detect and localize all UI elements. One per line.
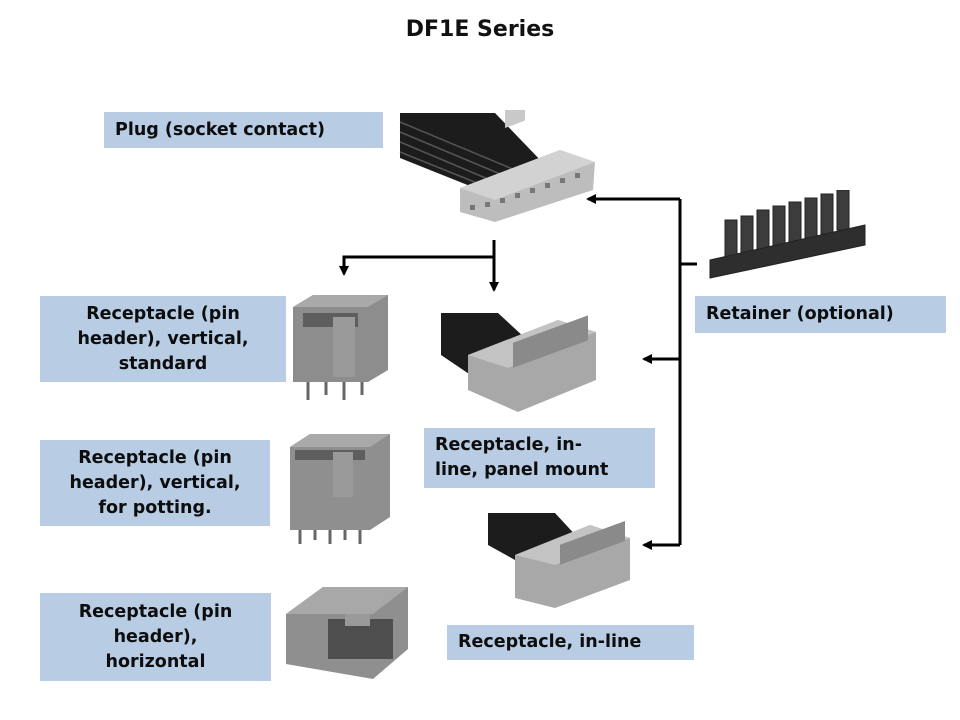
edge-retainer-bracket <box>586 194 697 550</box>
edge-plug-to-receptacles <box>339 240 499 292</box>
receptacle-inline-panel-label: Receptacle, in- line, panel mount <box>424 428 655 488</box>
receptacle-vertical-potting-label: Receptacle (pin header), vertical, for p… <box>40 440 270 526</box>
receptacle-horizontal-label: Receptacle (pin header), horizontal <box>40 593 271 681</box>
inline-panel-mount-image <box>441 313 596 412</box>
page-title: DF1E Series <box>405 17 555 42</box>
retainer-image <box>709 190 866 279</box>
plug-housing <box>460 110 595 222</box>
receptacle-inline-label: Receptacle, in-line <box>447 625 694 660</box>
pin-header-horizontal-image <box>286 587 408 679</box>
inline-receptacle-image <box>488 513 630 608</box>
receptacle-vertical-standard-label: Receptacle (pin header), vertical, stand… <box>40 296 286 382</box>
pin-header-potting-image <box>290 434 390 544</box>
plug-connector-image <box>399 110 595 222</box>
retainer-label: Retainer (optional) <box>695 296 946 333</box>
pin-header-vertical-image <box>293 295 388 400</box>
plug-label: Plug (socket contact) <box>104 112 383 148</box>
